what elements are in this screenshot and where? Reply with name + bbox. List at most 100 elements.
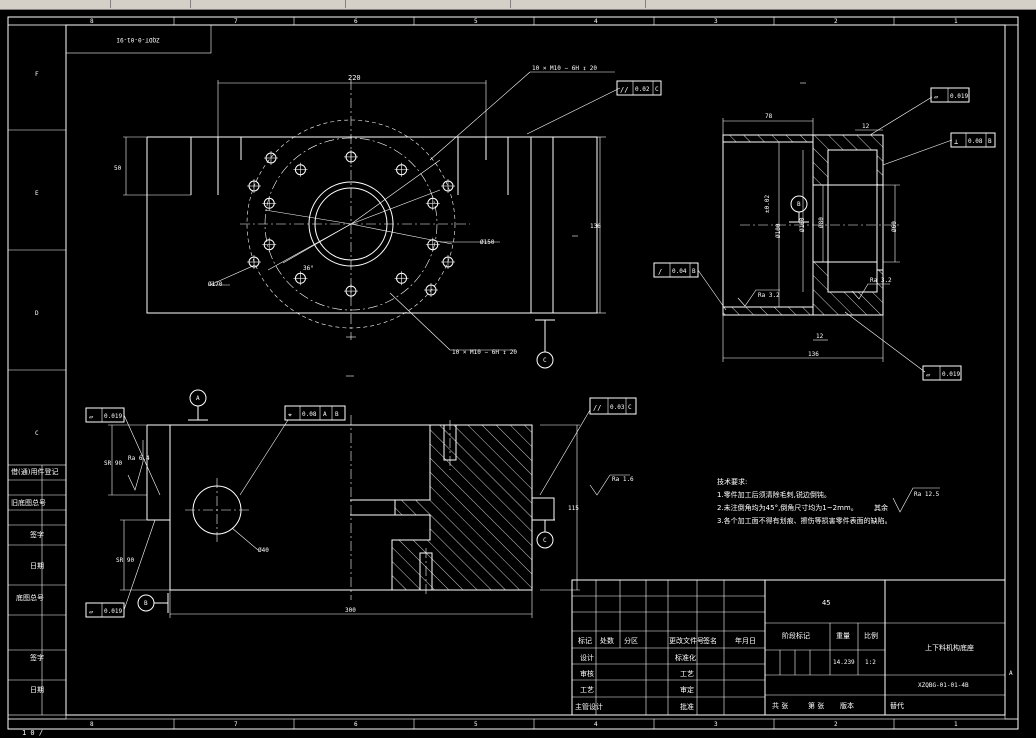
tb-part-name: 上下料机构底座 [925, 643, 974, 652]
dia-100-label: Ø100 [775, 223, 782, 238]
toolbar-tab-1[interactable] [110, 0, 181, 8]
title-block: 标记 处数 分区 更改文件号 签名 年月日 设计 审核 工艺 主管设计 标准化 … [571, 579, 1006, 716]
tb-replace: 替代 [890, 701, 904, 710]
datum-c-top: C [543, 357, 547, 364]
gdt-flat2-value: 0.019 [942, 371, 960, 378]
gdt-pos-datum1: A [323, 411, 327, 418]
rest-label: 其余 [874, 503, 888, 512]
dia-40: Ø40 [258, 547, 269, 554]
datum-c-front: C [543, 537, 547, 544]
margin-label-5: 底图总号 [16, 593, 44, 602]
gdt-perp-value: 0.08 [968, 138, 983, 145]
tb-header-2: 处数 [600, 636, 614, 645]
col-label-b4: 4 [594, 721, 598, 728]
tol-small: ±0.02 [764, 195, 771, 213]
tech-note-1: 1.零件加工后须清除毛刺,锐边倒钝。 [717, 490, 831, 499]
dim-136-section: 136 [808, 351, 819, 358]
tb-mid-process: 工艺 [680, 670, 694, 678]
tb-header-1: 标记 [578, 636, 592, 645]
app-toolbar-strip [0, 0, 1036, 10]
tb-drawing-no: XZQBG-01-01-4B [918, 682, 969, 689]
toolbar-tab-4[interactable] [510, 0, 641, 8]
col-label-b6: 6 [354, 721, 358, 728]
dia-150: Ø150 [480, 239, 495, 246]
dim-300: 300 [345, 607, 356, 614]
gdt-fl-value: 0.019 [104, 413, 122, 420]
dia-60-label: Ø60 [891, 221, 898, 232]
tb-sheet-total: 共 张 [772, 701, 788, 710]
margin-label-2: 旧底图总号 [11, 498, 46, 507]
dim-12-top: 12 [862, 123, 870, 130]
column-markers-top: 8 7 6 5 4 3 2 1 [90, 18, 958, 25]
tb-sheet-no: 第 张 [808, 701, 824, 710]
tech-notes-title: 技术要求: [717, 477, 747, 486]
gdt-pos-symbol: ⌖ [288, 411, 292, 419]
tb-mid-standard: 标准化 [675, 653, 696, 662]
thread-note-top: 10 × M10 − 6H ↧ 20 [532, 65, 597, 72]
rough-2: Ra 3.2 [870, 277, 892, 284]
col-label-b1: 1 [954, 721, 958, 728]
col-label-8: 8 [90, 18, 94, 25]
drawing-number-box: ZQDT-0-01-9I [65, 24, 212, 54]
bolt-holes [247, 149, 455, 299]
rough-left: Ra 6.4 [128, 455, 150, 462]
col-label-4: 4 [594, 18, 598, 25]
row-label-d: D [35, 310, 39, 317]
col-label-b7: 7 [234, 721, 238, 728]
datum-a: A [196, 395, 200, 402]
tb-mid-ratify: 批准 [680, 702, 694, 711]
gdt-fl2-symbol: ▱ [89, 608, 94, 616]
tb-row-review: 审核 [580, 669, 594, 678]
dim-115: 115 [568, 505, 579, 512]
tech-note-3: 3.各个加工面不得有划痕、擦伤等损害零件表面的缺陷。 [717, 516, 892, 525]
margin-label-7: 日期 [30, 686, 44, 694]
tb-row-design: 设计 [580, 653, 594, 662]
tb-weight-label: 重量 [836, 632, 850, 640]
gdt-par3-value: 0.03 [610, 404, 625, 411]
technical-notes: 技术要求: 1.零件加工后须清除毛刺,锐边倒钝。 2.未注倒角均为45°,倒角尺… [717, 477, 940, 525]
gdt-par3-symbol: // [593, 404, 601, 412]
gdt-flat2-symbol: ▱ [926, 371, 931, 379]
col-label-7: 7 [234, 18, 238, 25]
tb-mid-approve: 审定 [680, 685, 694, 694]
angle-36: 36° [303, 265, 314, 272]
drawing-border [7, 16, 1019, 730]
drawing-number-rotated: ZQDT-0-01-9I [116, 36, 160, 43]
front-view: Ø40 300 115 SR 90 SR 90 Ra 6.4 Ra 1.6 ▱ … [85, 389, 637, 618]
dim-78: 78 [765, 113, 773, 120]
margin-label-6: 签字 [30, 653, 44, 662]
tb-row-chief: 主管设计 [575, 702, 603, 711]
col-label-1: 1 [954, 18, 958, 25]
row-label-f: F [35, 71, 39, 78]
col-label-b2: 2 [834, 721, 838, 728]
gdt-par-datum: C [655, 86, 659, 93]
col-label-5: 5 [474, 18, 478, 25]
toolbar-tab-5[interactable] [645, 0, 766, 8]
tb-stage-label: 阶段标记 [782, 631, 810, 640]
left-margin-registry: 借(通)用件登记 旧底图总号 签字 日期 底图总号 签字 日期 [7, 464, 67, 716]
row-label-e: E [35, 190, 39, 197]
gdt-fl-symbol: ▱ [89, 413, 94, 421]
dim-12-bottom: 12 [816, 333, 824, 340]
gdt-par-symbol: // [620, 86, 628, 94]
margin-label-4: 日期 [30, 562, 44, 570]
dim-sr90b: SR 90 [116, 557, 134, 564]
status-bottom-text: 1 0 ∕ [0, 728, 1036, 738]
tb-version: 版本 [840, 701, 854, 710]
tb-header-5: 签名 [703, 636, 717, 645]
col-label-6: 6 [354, 18, 358, 25]
dim-220: 220 [348, 74, 361, 82]
thread-note-bottom: 10 × M10 − 6H ↧ 20 [452, 349, 517, 356]
col-label-b3: 3 [714, 721, 718, 728]
margin-label-3: 签字 [30, 530, 44, 539]
toolbar-tab-2[interactable] [190, 0, 341, 8]
tb-scale-label: 比例 [864, 631, 878, 640]
toolbar-tab-3[interactable] [345, 0, 506, 8]
rough-right: Ra 1.6 [612, 476, 634, 483]
datum-b-section: B [797, 201, 801, 208]
gdt-perp-symbol: ⊥ [954, 138, 958, 146]
gdt-perp-datum: B [988, 138, 992, 145]
row-label-c: C [35, 430, 39, 437]
dim-sr90a: SR 90 [104, 460, 122, 467]
